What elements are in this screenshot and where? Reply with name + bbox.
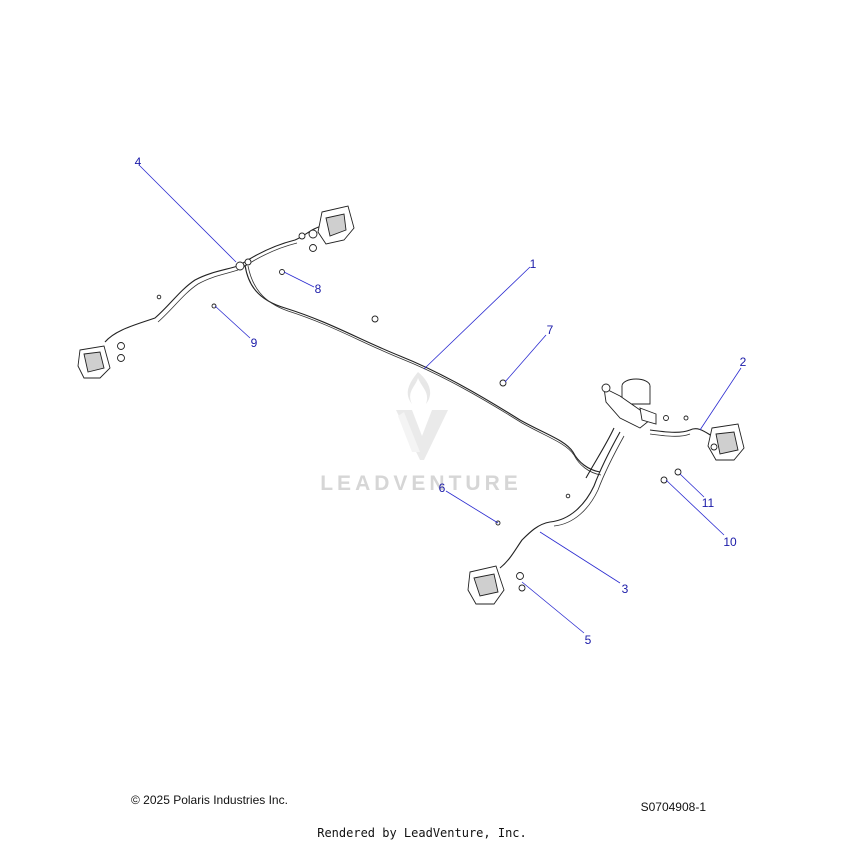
copyright-text: © 2025 Polaris Industries Inc. [131, 793, 288, 807]
fasteners [156, 258, 682, 526]
brake-hose-lines [104, 225, 713, 569]
flame-logo-icon [396, 372, 448, 460]
callout-10: 10 [723, 535, 737, 549]
leader-lines [139, 165, 742, 634]
callout-7: 7 [547, 323, 554, 337]
callout-1: 1 [530, 257, 537, 271]
callout-3: 3 [622, 582, 629, 596]
upper-caliper [298, 205, 355, 252]
master-cylinder [601, 378, 689, 429]
rendered-by-text: Rendered by LeadVenture, Inc. [317, 826, 527, 840]
callout-2: 2 [740, 355, 747, 369]
lower-caliper [467, 565, 526, 605]
leadventure-watermark: LEADVENTURE [320, 372, 522, 495]
diagram-id: S0704908-1 [640, 800, 706, 814]
callout-8: 8 [315, 282, 322, 296]
callouts: 1 2 3 4 5 6 7 8 9 10 11 [135, 155, 747, 647]
left-caliper [77, 342, 125, 379]
watermark-text: LEADVENTURE [320, 472, 522, 495]
callout-11: 11 [702, 496, 715, 510]
right-caliper [707, 423, 745, 461]
callout-6: 6 [439, 481, 446, 495]
callout-4: 4 [135, 155, 142, 169]
callout-5: 5 [585, 633, 592, 647]
callout-9: 9 [251, 336, 258, 350]
